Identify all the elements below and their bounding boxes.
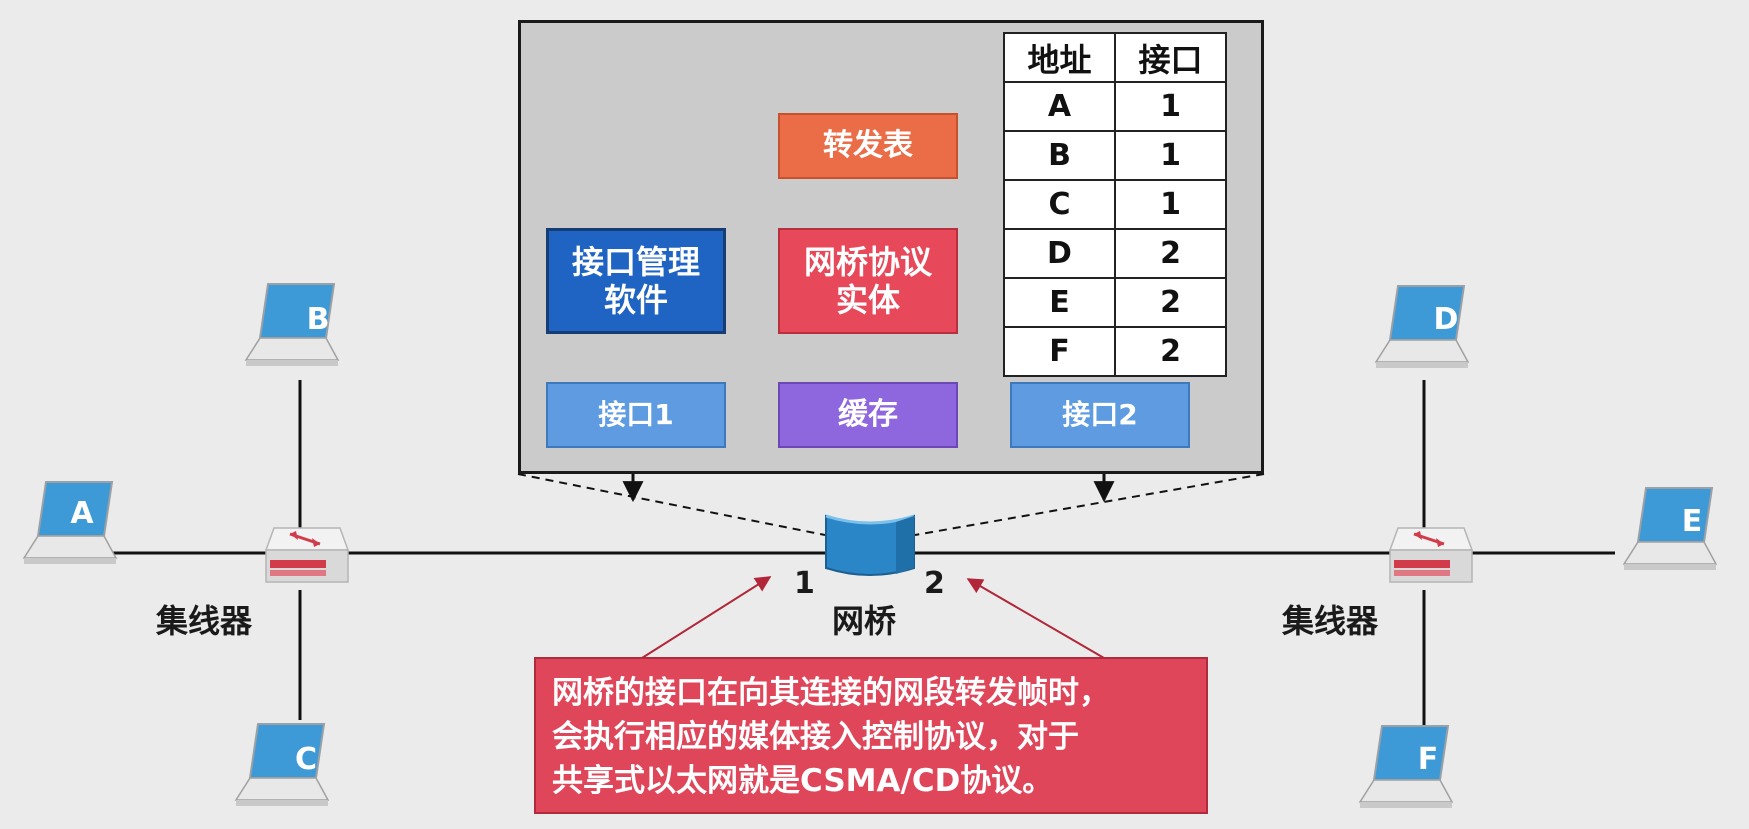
note-line: 会执行相应的媒体接入控制协议，对于 <box>552 719 1079 755</box>
table-cell-address: D <box>1003 228 1116 279</box>
bridge-icon <box>825 514 915 576</box>
table-row: B 1 <box>1003 130 1227 181</box>
forwarding-table-label: 转发表 <box>823 128 913 163</box>
port2-box: 接口2 <box>1010 382 1190 448</box>
interface-mgmt-box: 接口管理 软件 <box>546 228 726 334</box>
zoom-connector-right <box>914 473 1265 536</box>
host-f-label: F <box>1417 742 1439 777</box>
table-cell-address: C <box>1003 179 1116 230</box>
interface-mgmt-label-line2: 软件 <box>603 281 668 319</box>
callout-note: 网桥的接口在向其连接的网段转发帧时， 会执行相应的媒体接入控制协议，对于 共享式… <box>534 657 1208 814</box>
interface-mgmt-label-line1: 接口管理 <box>571 242 700 281</box>
bridge-label: 网桥 <box>832 602 897 640</box>
table-cell-address: F <box>1003 326 1116 377</box>
buffer-box: 缓存 <box>778 382 958 448</box>
laptop-icon <box>1622 487 1718 570</box>
laptop-icon <box>22 481 118 564</box>
zoom-connector-left <box>517 473 826 536</box>
forwarding-table: 地址 接口 A 1 B 1 C 1 D 2 E 2 F 2 <box>1003 32 1227 377</box>
table-cell-port: 2 <box>1114 228 1227 279</box>
protocol-entity-label-line1: 网桥协议 <box>803 242 932 281</box>
table-row: E 2 <box>1003 277 1227 328</box>
forwarding-table-box: 转发表 <box>778 113 958 179</box>
host-d-label: D <box>1433 302 1459 337</box>
laptop-icon <box>234 723 330 806</box>
table-cell-port: 1 <box>1114 81 1227 132</box>
hub-icon <box>264 527 350 583</box>
host-c-label: C <box>294 742 318 777</box>
table-cell-port: 1 <box>1114 179 1227 230</box>
table-row: A 1 <box>1003 81 1227 132</box>
table-header-port: 接口 <box>1114 32 1227 83</box>
table-header-address: 地址 <box>1003 32 1116 83</box>
note-line: 网桥的接口在向其连接的网段转发帧时， <box>552 675 1110 711</box>
laptop-icon <box>244 283 340 366</box>
port2-label: 接口2 <box>1062 398 1138 432</box>
table-header-row: 地址 接口 <box>1003 32 1227 83</box>
table-cell-port: 2 <box>1114 277 1227 328</box>
host-b-label: B <box>306 302 330 337</box>
port1-box: 接口1 <box>546 382 726 448</box>
table-cell-address: E <box>1003 277 1116 328</box>
laptop-icon <box>1358 725 1454 808</box>
left-hub-label: 集线器 <box>156 602 253 640</box>
host-e-label: E <box>1681 504 1703 539</box>
callout-arrow-right <box>966 578 1105 659</box>
table-row: C 1 <box>1003 179 1227 230</box>
buffer-label: 缓存 <box>838 397 898 432</box>
table-cell-address: A <box>1003 81 1116 132</box>
table-row: D 2 <box>1003 228 1227 279</box>
right-hub-label: 集线器 <box>1282 602 1379 640</box>
protocol-entity-label-line2: 实体 <box>835 281 900 319</box>
host-a-label: A <box>70 496 94 531</box>
protocol-entity-box: 网桥协议 实体 <box>778 228 958 334</box>
bridge-port-1-label: 1 <box>794 566 815 601</box>
callout-arrow-left <box>641 576 772 659</box>
table-cell-address: B <box>1003 130 1116 181</box>
table-cell-port: 1 <box>1114 130 1227 181</box>
port1-label: 接口1 <box>598 398 674 432</box>
table-cell-port: 2 <box>1114 326 1227 377</box>
laptop-icon <box>1374 285 1470 368</box>
note-line: 共享式以太网就是CSMA/CD协议。 <box>552 763 1054 799</box>
table-row: F 2 <box>1003 326 1227 377</box>
bridge-port-2-label: 2 <box>924 566 945 601</box>
hub-icon <box>1388 527 1474 583</box>
